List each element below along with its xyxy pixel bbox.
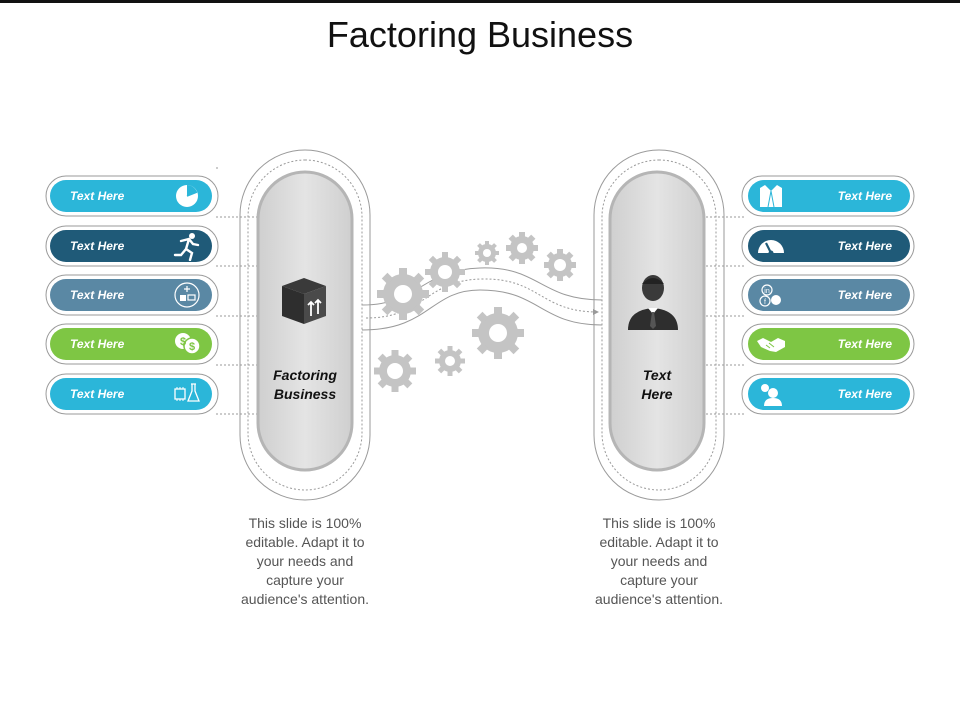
handshake-icon — [757, 338, 785, 352]
lower-connector — [361, 289, 603, 331]
svg-text:f: f — [764, 299, 766, 306]
right-capsule-line2: Here — [641, 386, 673, 402]
desc-line: This slide is 100% — [248, 515, 362, 531]
left-item-label: Text Here — [70, 239, 125, 253]
left-capsule-line1: Factoring — [273, 367, 337, 383]
right-item-1[interactable]: Text Here — [748, 180, 910, 212]
svg-text:$: $ — [180, 336, 186, 348]
left-item-label: Text Here — [70, 288, 125, 302]
gear-cluster — [374, 232, 576, 392]
desc-line: This slide is 100% — [602, 515, 716, 531]
left-item-label: Text Here — [70, 189, 125, 203]
svg-text:in: in — [764, 288, 770, 295]
right-item-5[interactable]: Text Here — [748, 378, 910, 410]
left-capsule-line2: Business — [273, 386, 337, 402]
desc-line: your needs and — [256, 553, 354, 569]
left-item-2[interactable]: Text Here — [50, 230, 212, 262]
slide-title: Factoring Business — [326, 14, 634, 55]
left-inner-frame — [247, 159, 363, 491]
pie-chart-icon — [176, 185, 198, 207]
left-item-4[interactable]: Text Here $ $ — [50, 328, 212, 360]
right-item-label: Text Here — [837, 288, 892, 302]
left-description: This slide is 100% editable. Adapt it to… — [220, 514, 390, 609]
package-box-icon — [282, 278, 326, 324]
desc-line: capture your — [620, 572, 698, 588]
middle-connector — [365, 278, 599, 319]
chat-person-icon — [761, 384, 782, 406]
right-description: This slide is 100% editable. Adapt it to… — [574, 514, 744, 609]
left-capsule-label: Factoring Business — [255, 366, 355, 404]
svg-text:$: $ — [189, 341, 195, 353]
businessman-icon — [628, 275, 678, 330]
desc-line: capture your — [266, 572, 344, 588]
right-item-label: Text Here — [837, 189, 892, 203]
suit-jacket-icon — [760, 185, 782, 208]
right-item-3[interactable]: in f Text Here — [748, 279, 910, 311]
desc-line: editable. Adapt it to — [599, 534, 719, 550]
desc-line: audience's attention. — [241, 591, 369, 607]
dollar-coins-icon: $ $ — [175, 333, 201, 355]
left-item-label: Text Here — [70, 387, 125, 401]
left-item-5[interactable]: Text Here — [50, 378, 212, 410]
right-item-label: Text Here — [837, 337, 892, 351]
right-item-2[interactable]: Text Here — [748, 230, 910, 262]
right-capsule-line1: Text — [642, 367, 672, 383]
right-item-label: Text Here — [837, 239, 892, 253]
right-item-4[interactable]: Text Here — [748, 328, 910, 360]
left-item-3[interactable]: Text Here — [50, 279, 212, 311]
data-devices-icon — [174, 282, 200, 308]
desc-line: editable. Adapt it to — [245, 534, 365, 550]
desc-line: audience's attention. — [595, 591, 723, 607]
left-outer-frame — [239, 149, 371, 501]
right-capsule-label: Text Here — [607, 366, 707, 404]
social-media-icon: in f — [759, 284, 781, 307]
top-rule — [0, 0, 960, 3]
right-item-label: Text Here — [837, 387, 892, 401]
chip-flask-icon — [174, 383, 200, 402]
left-item-label: Text Here — [70, 337, 125, 351]
speedometer-icon — [758, 240, 784, 256]
running-man-icon — [173, 233, 200, 261]
desc-line: your needs and — [610, 553, 708, 569]
left-item-1[interactable]: Text Here — [50, 180, 212, 212]
